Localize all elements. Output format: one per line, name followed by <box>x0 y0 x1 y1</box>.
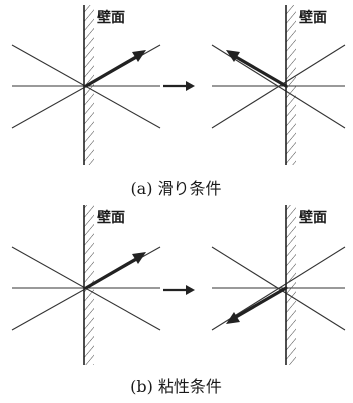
velocity-vector-head <box>132 252 146 264</box>
wall-hatch <box>286 205 296 365</box>
panel-a: 壁面 壁面 (a) 滑り条件 <box>11 5 346 198</box>
caption-b: (b) 粘性条件 <box>130 377 222 396</box>
transition-arrow-icon <box>163 81 195 91</box>
velocity-vector-head <box>226 312 240 324</box>
wall-label: 壁面 <box>299 9 327 26</box>
velocity-vector <box>234 286 288 319</box>
panel-a-before: 壁面 <box>11 5 161 165</box>
wall-hatch <box>286 5 296 165</box>
panel-b-before: 壁面 <box>11 205 161 365</box>
wall-label: 壁面 <box>97 209 125 226</box>
velocity-vector <box>84 257 138 290</box>
panel-a-after: 壁面 <box>211 5 346 165</box>
velocity-vector-head <box>132 50 146 62</box>
velocity-vector <box>234 55 288 88</box>
panel-b-after: 壁面 <box>211 205 346 365</box>
velocity-vector-head <box>226 50 240 62</box>
caption-a: (a) 滑り条件 <box>130 179 221 198</box>
velocity-vector <box>84 55 138 88</box>
panel-b: 壁面 壁面 (b) 粘性条件 <box>11 205 346 396</box>
wall-label: 壁面 <box>97 9 125 26</box>
transition-arrow-icon <box>163 285 195 295</box>
wall-label: 壁面 <box>299 209 327 226</box>
